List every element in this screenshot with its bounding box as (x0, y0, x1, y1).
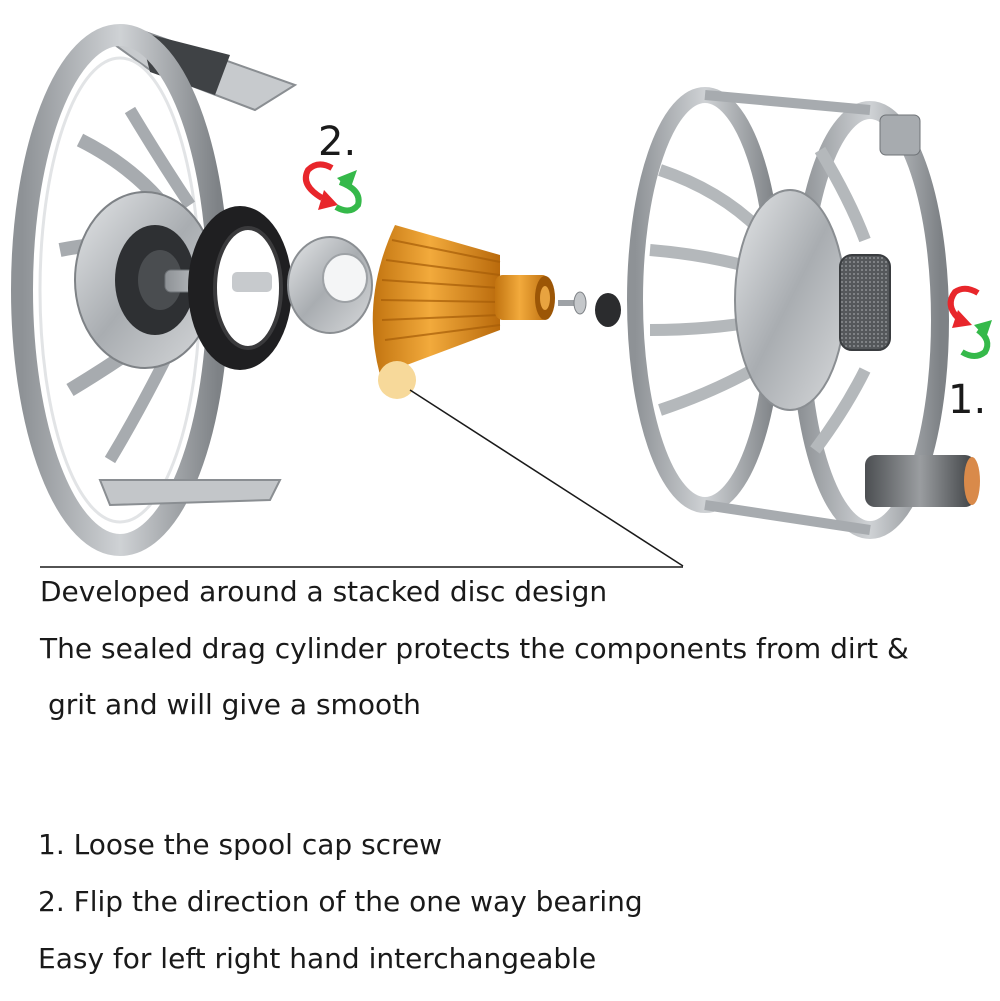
right-spool (627, 87, 980, 539)
instruction-line-1: 1. Loose the spool cap screw (38, 828, 443, 861)
one-way-bearing (287, 236, 373, 334)
drag-cone (372, 225, 555, 375)
step-2-label: 2. (318, 119, 357, 165)
drag-washer (188, 206, 292, 370)
instruction-line-2: 2. Flip the direction of the one way bea… (38, 885, 643, 918)
description-line-2: The sealed drag cylinder protects the co… (40, 632, 909, 665)
rotate-arrows-icon (302, 161, 362, 214)
callout-dot (378, 361, 416, 399)
reel-exploded-illustration (11, 24, 992, 568)
instruction-line-3: Easy for left right hand interchangeable (38, 942, 597, 975)
callout-line (409, 389, 684, 567)
spool-cap-screw (558, 291, 621, 327)
left-reel-frame (11, 24, 298, 556)
description-line-1: Developed around a stacked disc design (40, 575, 608, 608)
rotate-arrows-icon-right (947, 285, 992, 359)
step-1-label: 1. (948, 377, 987, 423)
description-line-3: grit and will give a smooth (48, 688, 421, 721)
